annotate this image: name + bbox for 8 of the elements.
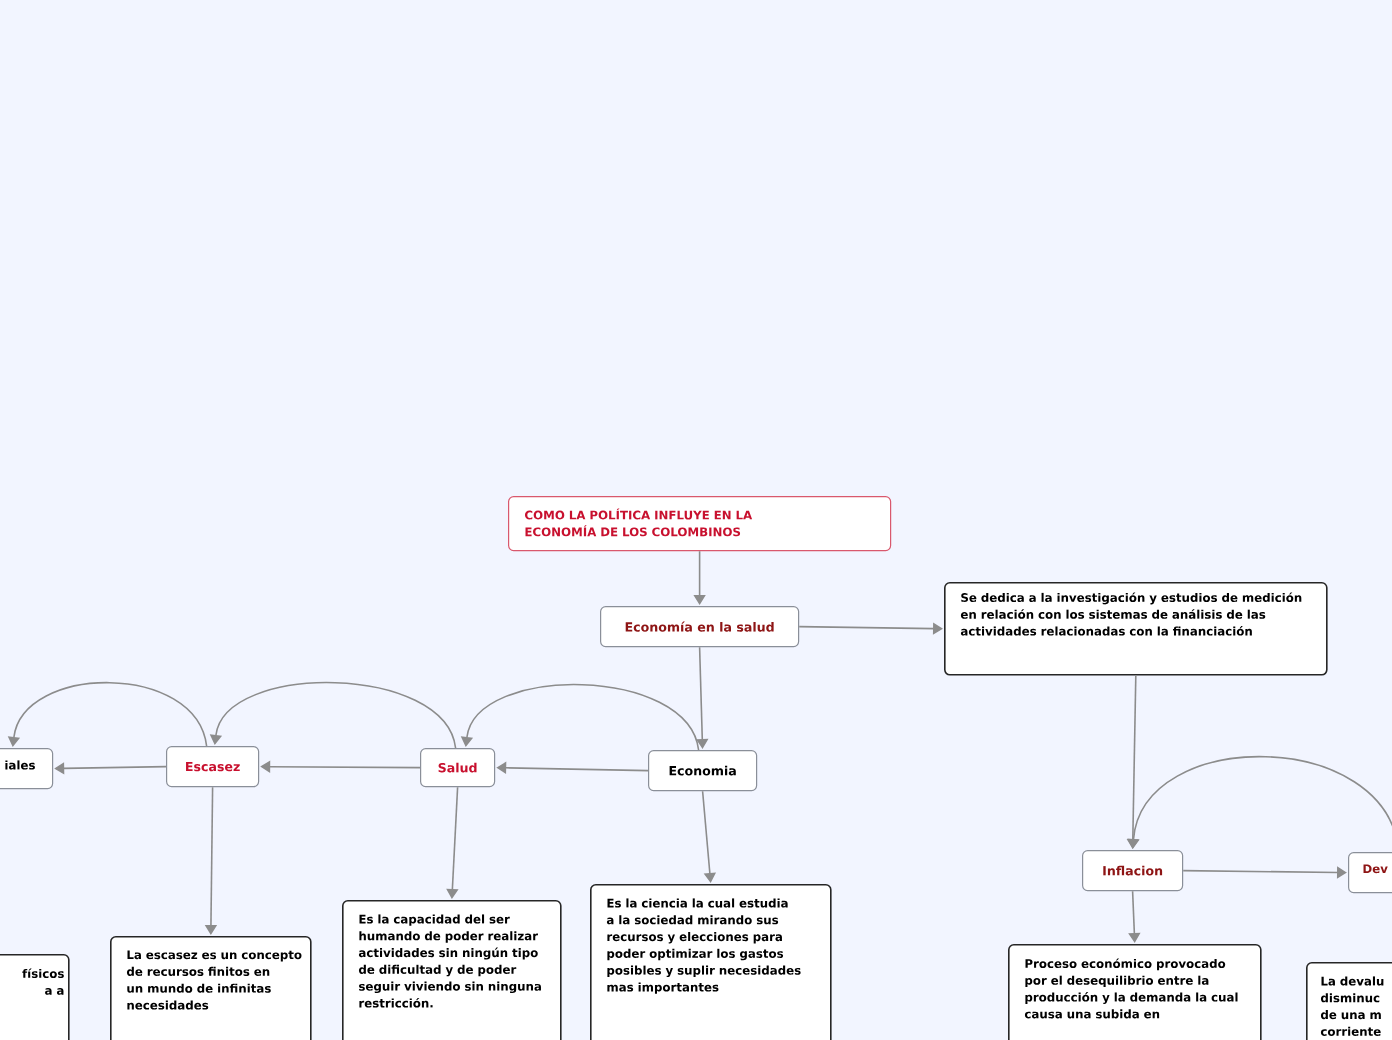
arrow [446,786,459,899]
arrow [54,762,167,775]
arrow [1128,890,1141,943]
arrow [1182,866,1347,879]
curved-arrow [1127,755,1392,853]
arrow [701,790,717,883]
arrow [696,646,709,749]
arrow [798,622,943,635]
